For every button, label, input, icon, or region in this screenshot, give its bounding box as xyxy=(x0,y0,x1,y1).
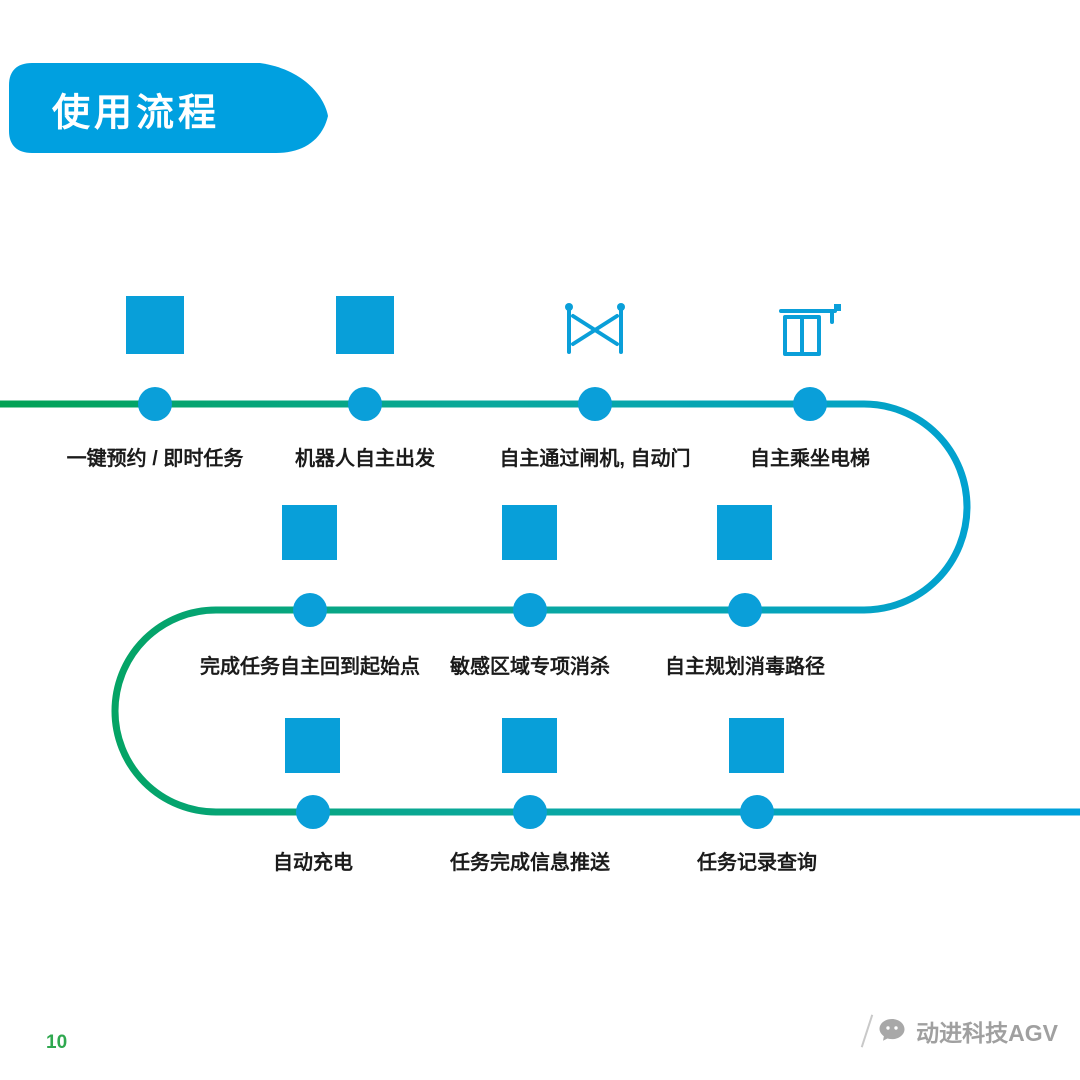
flow-node xyxy=(793,387,827,421)
title-badge-shape xyxy=(9,63,328,153)
flow-node xyxy=(513,795,547,829)
reservation-square-icon xyxy=(126,296,184,354)
elevator-icon xyxy=(779,304,841,356)
task-record-square-icon xyxy=(729,718,784,773)
return-start-square-icon xyxy=(282,505,337,560)
step-label: 自主规划消毒路径 xyxy=(665,656,825,678)
title-badge: 使用流程 xyxy=(6,60,338,158)
page-title: 使用流程 xyxy=(52,92,221,135)
watermark: 动进科技AGV xyxy=(860,1014,1058,1048)
flow-node xyxy=(513,593,547,627)
watermark-label: 动进科技AGV xyxy=(916,1020,1058,1046)
page-number: 10 xyxy=(46,1032,68,1053)
step-label: 自动充电 xyxy=(273,852,353,874)
robot-depart-square-icon xyxy=(336,296,394,354)
step-label: 完成任务自主回到起始点 xyxy=(200,656,420,678)
flow-node xyxy=(296,795,330,829)
flow-node xyxy=(740,795,774,829)
auto-charge-square-icon xyxy=(285,718,340,773)
step-label: 任务完成信息推送 xyxy=(450,852,610,874)
step-label: 自主通过闸机, 自动门 xyxy=(499,448,691,470)
step-label: 一键预约 / 即时任务 xyxy=(66,448,244,470)
flow-node xyxy=(578,387,612,421)
wechat-icon xyxy=(879,1019,905,1041)
step-label: 机器人自主出发 xyxy=(295,448,435,470)
flow-line xyxy=(0,400,1080,816)
route-plan-square-icon xyxy=(717,505,772,560)
flow-node xyxy=(293,593,327,627)
flow-node xyxy=(348,387,382,421)
step-label: 自主乘坐电梯 xyxy=(750,448,870,470)
step-label: 敏感区域专项消杀 xyxy=(450,656,610,678)
step-label: 任务记录查询 xyxy=(697,852,817,874)
gate-icon xyxy=(565,303,625,354)
task-push-square-icon xyxy=(502,718,557,773)
flow-node xyxy=(728,593,762,627)
flow-node xyxy=(138,387,172,421)
sensitive-area-square-icon xyxy=(502,505,557,560)
